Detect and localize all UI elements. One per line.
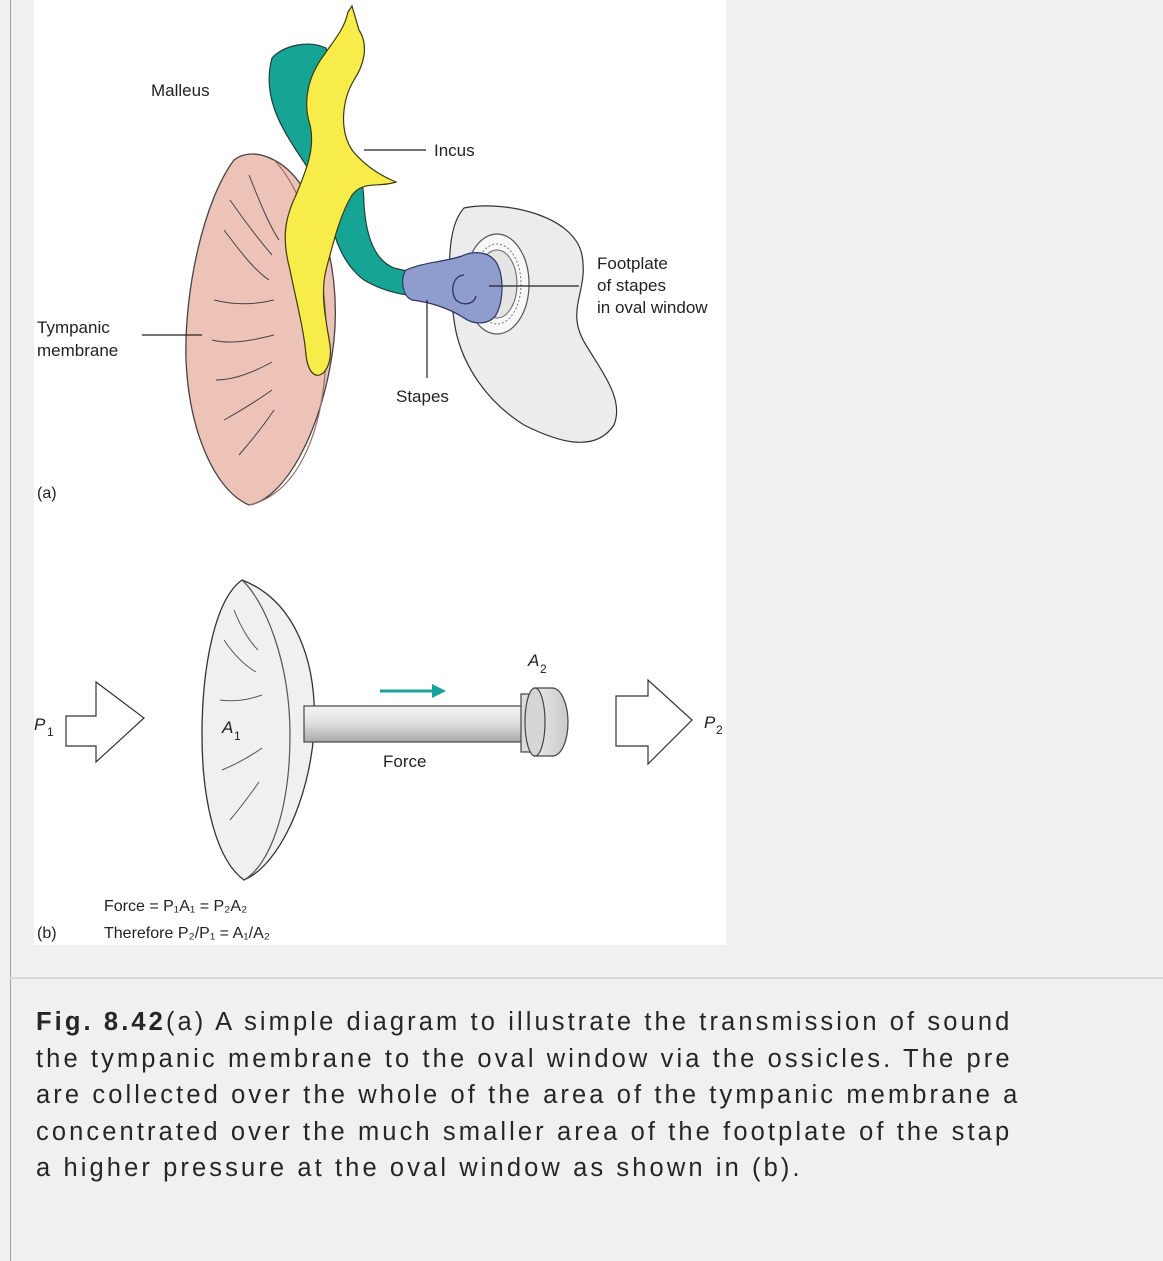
figure-image: Malleus Incus Tympanic membrane Footplat… xyxy=(34,0,726,945)
equation-force: Force = P₁A₁ = P₂A₂ xyxy=(104,898,247,915)
output-pressure-arrow xyxy=(616,680,692,764)
label-p2: P xyxy=(704,713,716,732)
panel-b-tag: (b) xyxy=(37,925,57,942)
label-footplate-2: of stapes xyxy=(597,276,666,295)
ear-ossicle-diagram: Malleus Incus Tympanic membrane Footplat… xyxy=(34,0,726,945)
caption-line-4: concentrated over the much smaller area … xyxy=(36,1114,1163,1151)
input-pressure-arrow xyxy=(66,682,144,762)
panel-a-tag: (a) xyxy=(37,485,57,502)
figure-label: Fig. 8.42 xyxy=(36,1008,166,1036)
caption-line-1: Fig. 8.42(a) A simple diagram to illustr… xyxy=(36,1004,1163,1041)
label-a2: A xyxy=(527,651,539,670)
label-tympanic-2: membrane xyxy=(37,341,118,360)
figure-caption: Fig. 8.42(a) A simple diagram to illustr… xyxy=(36,1004,1163,1187)
panel-b: P 1 A 1 Force A 2 xyxy=(34,580,723,942)
label-incus: Incus xyxy=(434,141,475,160)
label-a1-sub: 1 xyxy=(234,729,241,743)
caption-line-5: a higher pressure at the oval window as … xyxy=(36,1150,1163,1187)
oval-window-bone xyxy=(450,206,617,442)
caption-text-1: (a) A simple diagram to illustrate the t… xyxy=(166,1008,1012,1036)
caption-line-3: are collected over the whole of the area… xyxy=(36,1077,1163,1114)
label-p1-sub: 1 xyxy=(47,725,54,739)
label-p2-sub: 2 xyxy=(716,723,723,737)
label-footplate-3: in oval window xyxy=(597,298,708,317)
label-a1: A xyxy=(221,718,233,737)
label-footplate-1: Footplate xyxy=(597,254,668,273)
membrane-disc xyxy=(202,580,314,880)
label-malleus: Malleus xyxy=(151,81,210,100)
equation-ratio: Therefore P₂/P₁ = A₁/A₂ xyxy=(104,925,270,942)
panel-a: Malleus Incus Tympanic membrane Footplat… xyxy=(37,6,708,505)
caption-line-2: the tympanic membrane to the oval window… xyxy=(36,1041,1163,1078)
label-p1: P xyxy=(34,715,46,734)
label-tympanic-1: Tympanic xyxy=(37,318,110,337)
force-arrowhead xyxy=(432,684,446,698)
force-rod xyxy=(304,706,524,742)
label-force: Force xyxy=(383,752,426,771)
left-border-line xyxy=(10,0,11,1261)
label-stapes: Stapes xyxy=(396,387,449,406)
label-a2-sub: 2 xyxy=(540,662,547,676)
caption-divider xyxy=(10,977,1163,979)
